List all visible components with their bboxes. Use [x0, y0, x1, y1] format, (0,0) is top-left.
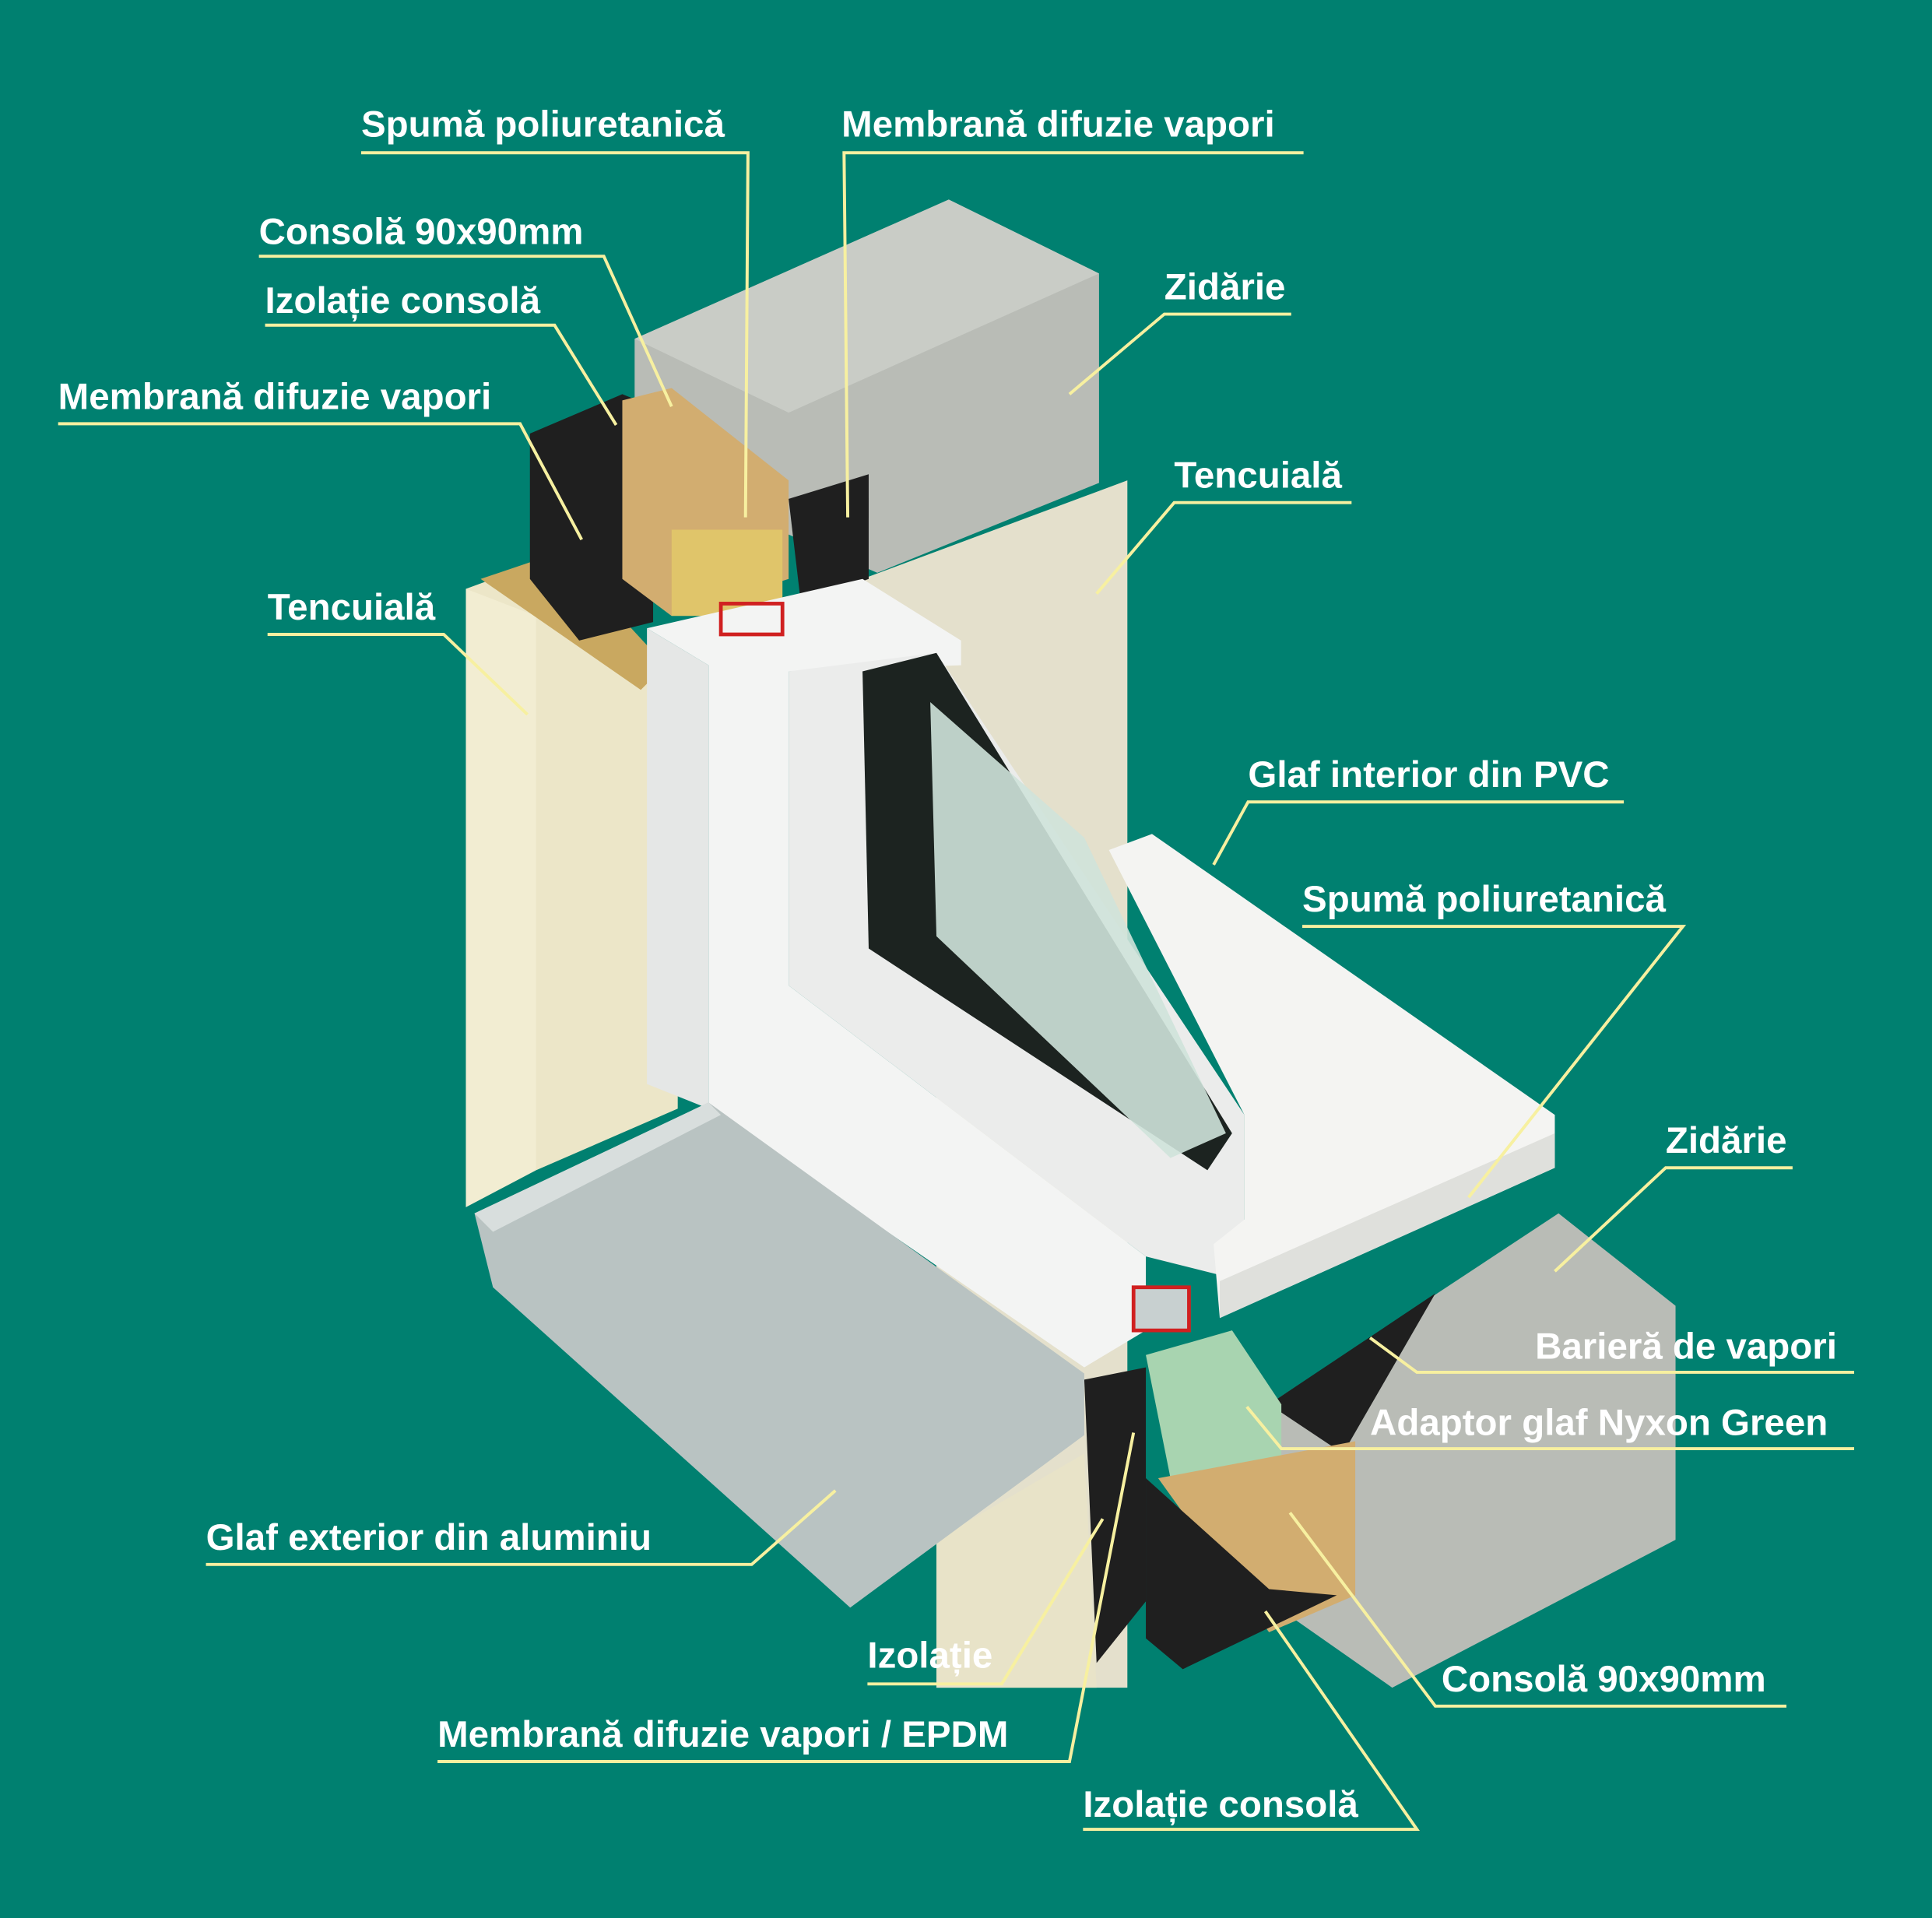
exterior-plaster-left: [465, 551, 678, 1207]
leader-lines: [58, 151, 1855, 1832]
label-consola-bottom: Consolă 90x90mm: [1442, 1659, 1766, 1700]
label-glaf-interior: Glaf interior din PVC: [1248, 754, 1609, 796]
label-bariera: Barieră de vapori: [1535, 1326, 1837, 1368]
label-glaf-exterior: Glaf exterior din aluminiu: [206, 1517, 652, 1558]
interior-sill-pvc: [1108, 834, 1555, 1319]
label-izolatie-consola-bottom: Izolație consolă: [1083, 1784, 1358, 1825]
window-frame: [647, 578, 1245, 1368]
label-zidarie-top: Zidărie: [1164, 267, 1286, 308]
console-top: [529, 388, 869, 641]
label-membrana-epdm: Membrană difuzie vapori / EPDM: [437, 1714, 1008, 1755]
exterior-sill-aluminium: [474, 1102, 1084, 1608]
label-tencuiala-left: Tencuială: [268, 587, 436, 628]
label-membrana-top: Membrană difuzie vapori: [841, 104, 1275, 146]
label-tencuiala-right: Tencuială: [1174, 455, 1342, 497]
label-membrana-left: Membrană difuzie vapori: [58, 376, 492, 417]
label-spuma-top: Spumă poliuretanică: [361, 104, 725, 146]
masonry-bottom: [1269, 1213, 1676, 1688]
label-spuma-right: Spumă poliuretanică: [1302, 879, 1666, 920]
label-consola-top: Consolă 90x90mm: [259, 211, 584, 252]
label-izolatie: Izolație: [867, 1635, 992, 1677]
label-adaptor: Adaptor glaf Nyxon Green: [1370, 1403, 1828, 1444]
label-zidarie-right: Zidărie: [1666, 1120, 1787, 1161]
label-izolatie-consola-top: Izolație consolă: [265, 280, 541, 321]
